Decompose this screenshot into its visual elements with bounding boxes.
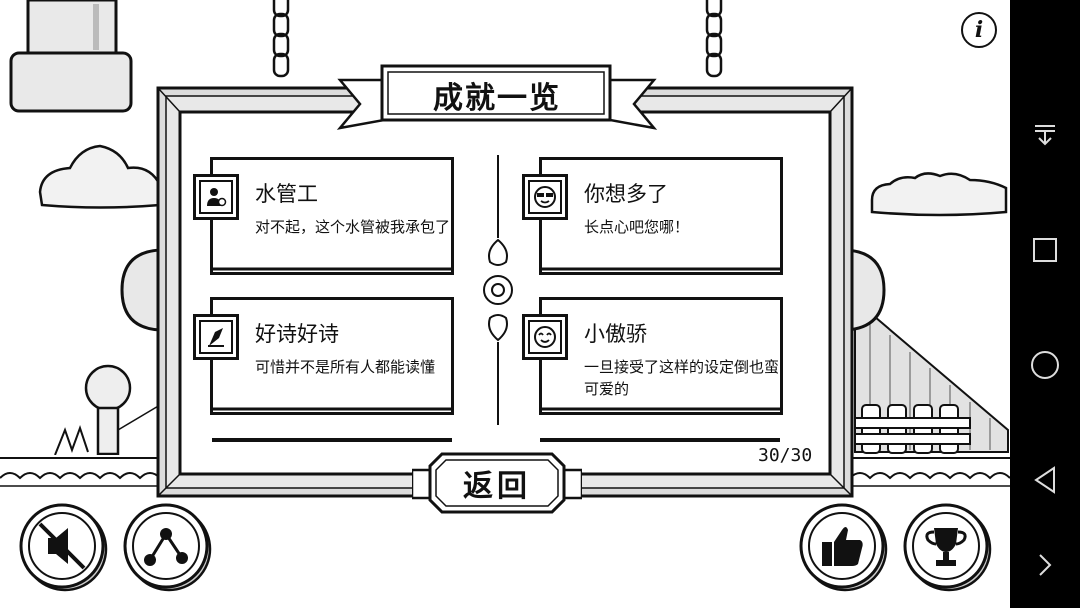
panel-tab-right (844, 248, 886, 332)
achievement-card[interactable]: 小傲骄 一旦接受了这样的设定倒也蛮可爱的 (522, 297, 783, 415)
achievement-counter: 30/30 (758, 445, 813, 466)
android-nav-bar (1010, 0, 1080, 608)
achievement-title: 你想多了 (584, 182, 668, 206)
mushroom-post (84, 364, 132, 456)
smile-face-icon (522, 314, 568, 360)
expand-button[interactable] (1025, 545, 1065, 585)
achievement-desc: 对不起，这个水管被我承包了 (255, 218, 451, 236)
panel-title: 成就一览 (433, 81, 561, 116)
plumber-icon (193, 174, 239, 220)
expand-icon (1039, 554, 1052, 576)
back-button[interactable]: 返回 (412, 450, 582, 516)
info-button[interactable]: i (961, 12, 997, 48)
home-icon (1031, 351, 1059, 379)
share-icon (123, 503, 212, 592)
pipe (9, 0, 133, 113)
achievement-title: 小傲骄 (584, 322, 647, 346)
notification-shade-button[interactable] (1025, 115, 1065, 155)
achievement-desc: 长点心吧您哪！ (584, 218, 690, 236)
thumbs-up-icon (799, 503, 888, 592)
share-button[interactable] (122, 502, 212, 592)
achievement-card[interactable]: 水管工 对不起，这个水管被我承包了 (193, 157, 454, 275)
achievement-title: 水管工 (255, 182, 318, 206)
achievements-button[interactable] (902, 502, 992, 592)
cloud-left (38, 144, 162, 209)
achievement-title: 好诗好诗 (255, 322, 339, 346)
notification-shade-icon (1035, 125, 1055, 146)
achievement-card[interactable]: 好诗好诗 可惜并不是所有人都能读懂 (193, 297, 454, 415)
achievement-desc: 可惜并不是所有人都能读懂 (255, 358, 436, 376)
like-button[interactable] (798, 502, 888, 592)
mute-icon (19, 503, 108, 592)
achievement-card[interactable]: 你想多了 长点心吧您哪！ (522, 157, 783, 275)
back-icon (1034, 466, 1055, 494)
home-button[interactable] (1025, 345, 1065, 385)
recents-icon (1033, 238, 1057, 262)
panel-tab-left (120, 248, 162, 332)
fence (854, 404, 971, 454)
recents-button[interactable] (1025, 230, 1065, 270)
mute-button[interactable] (18, 502, 108, 592)
quill-pen-icon (193, 314, 239, 360)
sunglasses-face-icon (522, 174, 568, 220)
nav-back-button[interactable] (1025, 460, 1065, 500)
cloud-right (870, 172, 1008, 217)
back-button-label: 返回 (463, 469, 531, 504)
achievement-desc: 一旦接受了这样的设定倒也蛮可爱的 (584, 358, 780, 398)
trophy-icon (903, 503, 992, 592)
ornament-divider (483, 155, 513, 425)
title-banner (336, 64, 658, 130)
